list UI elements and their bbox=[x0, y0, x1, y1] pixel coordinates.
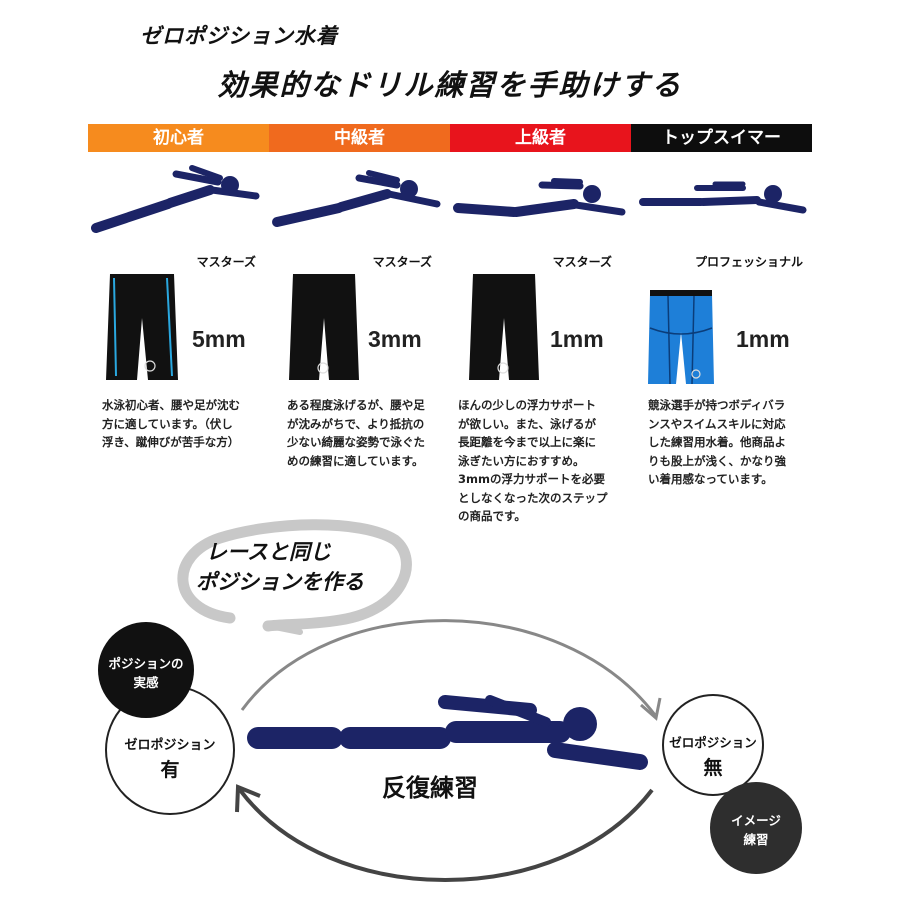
position-feel-badge: ポジションの 実感 bbox=[108, 656, 184, 690]
swimsuit-1mm-masters-image bbox=[469, 274, 539, 380]
thickness-2: 3mm bbox=[368, 326, 422, 352]
product-label-2: マスターズ bbox=[372, 255, 432, 269]
page-title: 効果的なドリル練習を手助けする bbox=[217, 68, 683, 102]
product-label-3: マスターズ bbox=[552, 255, 612, 269]
thickness-4: 1mm bbox=[736, 326, 790, 352]
level-beginner: 初心者 bbox=[88, 124, 269, 152]
swimsuit-1mm-pro-image bbox=[648, 290, 714, 385]
swimmer-pose-advanced-icon bbox=[453, 178, 626, 217]
product-label-4: プロフェッショナル bbox=[694, 255, 803, 269]
swimmer-pose-beginner-icon bbox=[91, 165, 260, 233]
zero-position-with-label: ゼロポジション 有 bbox=[124, 738, 216, 781]
subtitle: ゼロポジション水着 bbox=[140, 23, 338, 48]
description-1: 水泳初心者、腰や足が沈む 方に適しています。（伏し 浮き、蹴伸びが苦手な方） bbox=[102, 398, 240, 449]
zero-position-without-label: ゼロポジション 無 bbox=[669, 735, 757, 779]
swimsuit-5mm-image bbox=[106, 274, 178, 380]
swimmer-pose-top-icon bbox=[639, 181, 807, 214]
swimmer-pose-intermediate-icon bbox=[272, 170, 441, 227]
repeat-practice-label: 反復練習 bbox=[382, 774, 478, 802]
description-2: ある程度泳げるが、腰や足 が沈みがちで、より抵抗の 少ない綺麗な姿勢で泳ぐた め… bbox=[287, 398, 425, 468]
swimsuit-3mm-image bbox=[289, 274, 359, 380]
description-3: ほんの少しの浮力サポート が欲しい。また、泳げるが 長距離を今まで以上に楽に 泳… bbox=[458, 398, 608, 523]
level-intermediate: 中級者 bbox=[269, 124, 450, 152]
bubble-text: レースと同じ ポジションを作る bbox=[196, 540, 364, 594]
thickness-3: 1mm bbox=[550, 326, 604, 352]
description-4: 競泳選手が持つボディバラ ンスやスイムスキルに対応 した練習用水着。他商品よ り… bbox=[648, 398, 786, 486]
training-cycle-diagram bbox=[98, 519, 802, 882]
thickness-1: 5mm bbox=[192, 326, 246, 352]
level-top-swimmer: トップスイマー bbox=[631, 124, 812, 152]
level-advanced: 上級者 bbox=[450, 124, 631, 152]
product-label-1: マスターズ bbox=[196, 255, 256, 269]
image-practice-badge: イメージ 練習 bbox=[731, 813, 781, 847]
